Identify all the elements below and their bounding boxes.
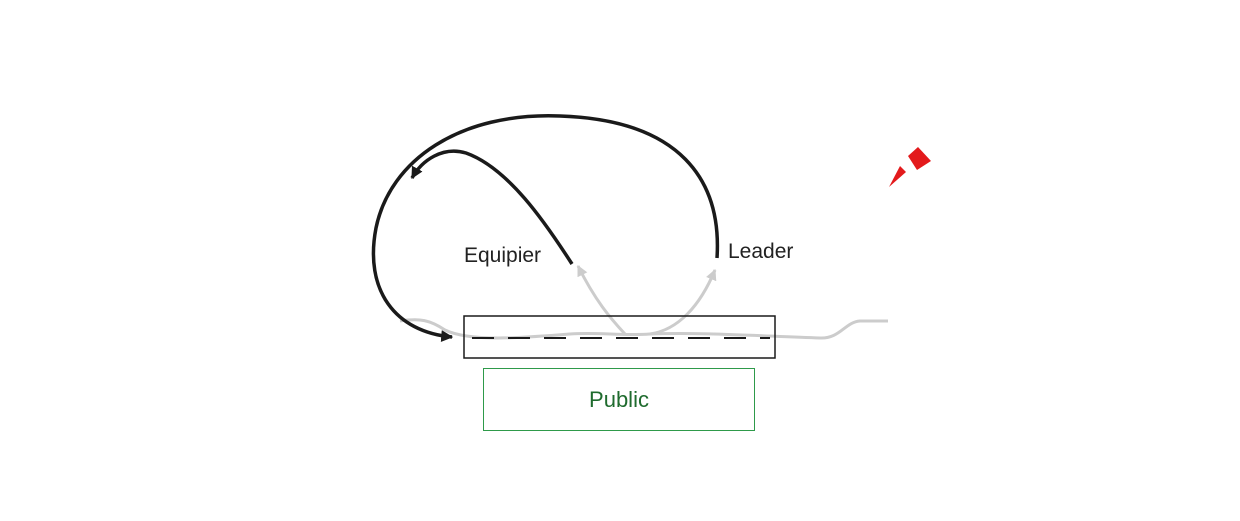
equipier-loop-arrow bbox=[410, 149, 574, 265]
stage-rectangle bbox=[463, 315, 776, 359]
public-area: Public bbox=[483, 368, 755, 431]
light-path bbox=[399, 318, 888, 340]
leader-loop-arrow bbox=[371, 114, 720, 343]
leader-label: Leader bbox=[728, 240, 794, 263]
light-arrow-equipier bbox=[576, 265, 627, 336]
red-arrow-pointer-icon bbox=[889, 147, 931, 187]
public-label: Public bbox=[589, 386, 649, 412]
equipier-label: Equipier bbox=[464, 244, 542, 267]
light-arrow-leader bbox=[649, 268, 717, 336]
